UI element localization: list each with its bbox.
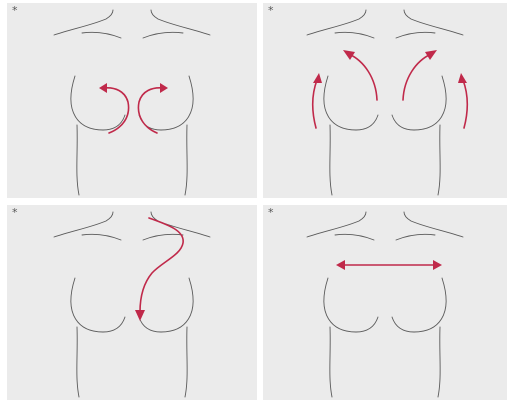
right-collarbone-line xyxy=(396,234,435,240)
right-collarbone-line xyxy=(396,32,435,38)
torso-illustration xyxy=(263,205,507,400)
right-side-line xyxy=(185,125,187,195)
left-outer-arrowhead xyxy=(313,73,322,83)
left-shoulder-line xyxy=(307,10,366,35)
right-breast-outline xyxy=(392,76,446,130)
torso-illustration xyxy=(263,3,507,198)
left-inner-arrow xyxy=(349,54,377,100)
right-inner-arrow xyxy=(403,54,431,100)
left-collarbone-line xyxy=(82,234,121,240)
left-inner-arrowhead xyxy=(343,50,355,60)
panel-circular-massage: * xyxy=(7,3,257,198)
left-shoulder-line xyxy=(307,212,366,237)
left-collarbone-line xyxy=(335,234,374,240)
left-breast-outline xyxy=(71,76,125,130)
left-collarbone-line xyxy=(82,32,121,38)
right-circular-arrow xyxy=(138,88,163,133)
right-breast-outline xyxy=(139,278,193,332)
left-arrowhead xyxy=(336,260,345,270)
left-side-line xyxy=(330,327,332,397)
torso-outline xyxy=(307,10,463,195)
left-side-line xyxy=(330,125,332,195)
torso-illustration xyxy=(7,205,257,400)
left-breast-outline xyxy=(324,76,378,130)
torso-outline xyxy=(307,212,463,397)
right-breast-outline xyxy=(392,278,446,332)
right-side-line xyxy=(185,327,187,397)
left-shoulder-line xyxy=(54,212,113,237)
left-breast-outline xyxy=(71,278,125,332)
right-outer-arrowhead xyxy=(458,73,467,83)
right-shoulder-line xyxy=(404,10,463,35)
right-breast-outline xyxy=(139,76,193,130)
panel-upward-strokes: * xyxy=(263,3,507,198)
torso-illustration xyxy=(7,3,257,198)
left-breast-outline xyxy=(324,278,378,332)
right-collarbone-line xyxy=(143,234,183,240)
left-shoulder-line xyxy=(54,10,113,35)
torso-outline xyxy=(54,212,210,397)
right-arrowhead xyxy=(160,83,168,93)
motion-arrows xyxy=(336,260,442,270)
right-shoulder-line xyxy=(151,10,210,35)
right-side-line xyxy=(438,125,440,195)
left-outer-arrow xyxy=(313,80,317,128)
right-collarbone-line xyxy=(143,32,183,38)
motion-arrows xyxy=(99,83,168,133)
right-shoulder-line xyxy=(404,212,463,237)
right-side-line xyxy=(438,327,440,397)
left-side-line xyxy=(77,125,79,195)
left-collarbone-line xyxy=(335,32,374,38)
motion-arrows xyxy=(135,218,183,321)
right-outer-arrow xyxy=(463,80,467,128)
panel-shoulder-downward-stroke: * xyxy=(7,205,257,400)
torso-outline xyxy=(54,10,210,195)
right-arrowhead xyxy=(433,260,442,270)
right-inner-arrowhead xyxy=(425,50,437,60)
panel-horizontal-stroke: * xyxy=(263,205,507,400)
left-side-line xyxy=(77,327,79,397)
s-curve-arrow xyxy=(140,218,183,312)
left-arrowhead xyxy=(99,83,107,93)
motion-arrows xyxy=(313,50,468,128)
s-curve-arrowhead xyxy=(135,310,145,321)
